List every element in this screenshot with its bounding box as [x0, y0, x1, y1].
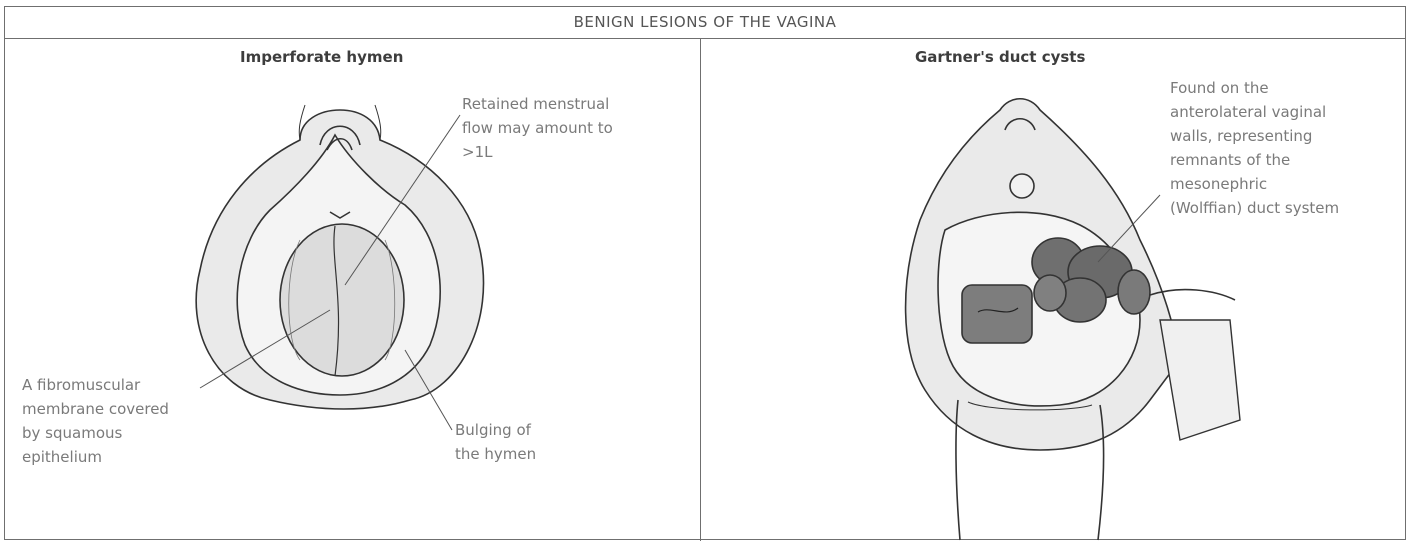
label-line: >1L [462, 140, 613, 164]
label-line: Bulging of [455, 418, 536, 442]
label-line: flow may amount to [462, 116, 613, 140]
label-gartner-location: Found on the anterolateral vaginal walls… [1170, 76, 1339, 220]
label-line: by squamous [22, 421, 169, 445]
label-bulging-hymen: Bulging of the hymen [455, 418, 536, 466]
label-line: (Wolffian) duct system [1170, 196, 1339, 220]
label-line: remnants of the [1170, 148, 1339, 172]
imperforate-hymen-illustration [196, 105, 483, 409]
label-line: Retained menstrual [462, 92, 613, 116]
left-panel-title: Imperforate hymen [240, 48, 403, 66]
right-panel-title: Gartner's duct cysts [915, 48, 1085, 66]
label-fibromuscular-membrane: A fibromuscular membrane covered by squa… [22, 373, 169, 469]
label-line: A fibromuscular [22, 373, 169, 397]
label-line: Found on the [1170, 76, 1339, 100]
label-line: membrane covered [22, 397, 169, 421]
label-line: walls, representing [1170, 124, 1339, 148]
label-line: epithelium [22, 445, 169, 469]
label-retained-menstrual-flow: Retained menstrual flow may amount to >1… [462, 92, 613, 164]
label-line: mesonephric [1170, 172, 1339, 196]
label-line: anterolateral vaginal [1170, 100, 1339, 124]
label-line: the hymen [455, 442, 536, 466]
